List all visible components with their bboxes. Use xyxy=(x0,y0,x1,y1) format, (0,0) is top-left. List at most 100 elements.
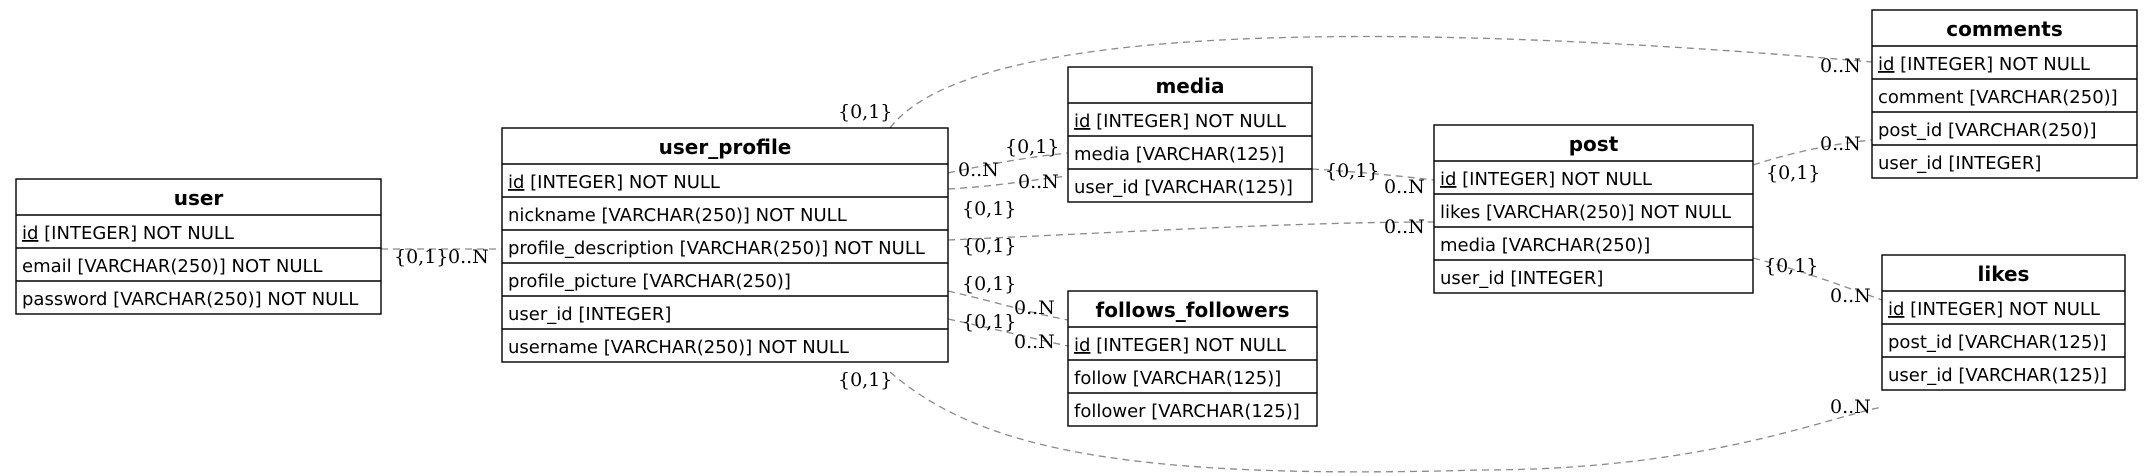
table-row: username [VARCHAR(250)] NOT NULL xyxy=(508,337,849,358)
table-row: post_id [VARCHAR(125)] xyxy=(1888,332,2106,353)
column-definition: follow [VARCHAR(125)] xyxy=(1074,368,1281,389)
column-definition: [INTEGER] NOT NULL xyxy=(38,223,234,244)
cardinality-label: {0,1} xyxy=(962,311,1016,333)
table-row: post_id [VARCHAR(250)] xyxy=(1878,120,2096,141)
primary-key: id xyxy=(1440,169,1456,190)
column-definition: post_id [VARCHAR(250)] xyxy=(1878,120,2096,141)
table-row: media [VARCHAR(125)] xyxy=(1074,144,1284,165)
column-definition: user_id [INTEGER] xyxy=(1878,153,2041,174)
column-definition: [INTEGER] NOT NULL xyxy=(1090,111,1286,132)
column-definition: likes [VARCHAR(250)] NOT NULL xyxy=(1440,202,1731,223)
table-box xyxy=(15,178,382,315)
relationship-edges xyxy=(381,35,1883,473)
table-row: profile_description [VARCHAR(250)] NOT N… xyxy=(508,238,925,259)
cardinality-label: 0..N xyxy=(1014,331,1055,353)
cardinality-label: {0,1} xyxy=(838,101,892,123)
table-row: user_id [INTEGER] xyxy=(1878,153,2041,174)
table-post: post id [INTEGER] NOT NULL likes [VARCHAR(… xyxy=(1433,124,1754,294)
table-row: media [VARCHAR(250)] xyxy=(1440,235,1650,256)
column-definition: media [VARCHAR(250)] xyxy=(1440,235,1650,256)
column-definition: comment [VARCHAR(250)] xyxy=(1878,87,2118,108)
table-row: follower [VARCHAR(125)] xyxy=(1074,401,1300,422)
relationship-edge-1 xyxy=(889,35,1873,129)
column-definition: user_id [INTEGER] xyxy=(508,304,671,325)
cardinality-label: 0..N xyxy=(1820,55,1861,77)
table-row: profile_picture [VARCHAR(250)] xyxy=(508,271,791,292)
cardinality-label: {0,1} xyxy=(962,198,1016,220)
primary-key: id xyxy=(1074,111,1090,132)
table-title: post xyxy=(1569,132,1619,156)
relationship-edge-8 xyxy=(1311,168,1435,181)
column-definition: [INTEGER] NOT NULL xyxy=(1894,54,2090,75)
cardinality-label: 0..N xyxy=(958,159,999,181)
table-likes: likes id [INTEGER] NOT NULL post_id [VARCH… xyxy=(1881,254,2126,391)
column-definition: user_id [VARCHAR(125)] xyxy=(1888,365,2107,386)
table-box xyxy=(1433,124,1754,294)
column-definition: post_id [VARCHAR(125)] xyxy=(1888,332,2106,353)
table-box xyxy=(1871,9,2138,179)
table-row: id [INTEGER] NOT NULL xyxy=(1888,299,2100,320)
table-row: password [VARCHAR(250)] NOT NULL xyxy=(22,289,358,310)
cardinality-label: 0..N xyxy=(1820,133,1861,155)
cardinality-label: {0,1} xyxy=(962,273,1016,295)
table-row: id [INTEGER] NOT NULL xyxy=(1440,169,1652,190)
cardinality-label: 0..N xyxy=(1384,176,1425,198)
table-user: user id [INTEGER] NOT NULL email [VARCHAR(… xyxy=(15,178,382,315)
table-box xyxy=(1067,290,1318,427)
primary-key: id xyxy=(22,223,38,244)
table-title: comments xyxy=(1946,17,2063,41)
table-row: follow [VARCHAR(125)] xyxy=(1074,368,1281,389)
cardinality-label: 0..N xyxy=(1830,396,1871,418)
table-box xyxy=(501,127,949,363)
table-row: likes [VARCHAR(250)] NOT NULL xyxy=(1440,202,1731,223)
relationship-edge-6 xyxy=(947,318,1069,347)
table-row: user_id [VARCHAR(125)] xyxy=(1074,177,1293,198)
cardinality-label: {0,1} xyxy=(1325,160,1379,182)
column-definition: email [VARCHAR(250)] NOT NULL xyxy=(22,256,323,277)
table-row: id [INTEGER] NOT NULL xyxy=(508,172,720,193)
relationship-edge-7 xyxy=(889,371,1883,473)
column-definition: [INTEGER] NOT NULL xyxy=(1090,335,1286,356)
table-row: id [INTEGER] NOT NULL xyxy=(1878,54,2090,75)
column-definition: profile_picture [VARCHAR(250)] xyxy=(508,271,791,292)
table-row: id [INTEGER] NOT NULL xyxy=(22,223,234,244)
relationship-edge-3 xyxy=(947,175,1069,190)
table-comments: comments id [INTEGER] NOT NULL comment [VA… xyxy=(1871,9,2138,179)
column-definition: [INTEGER] NOT NULL xyxy=(1456,169,1652,190)
table-row: id [INTEGER] NOT NULL xyxy=(1074,335,1286,356)
cardinality-label: {0,1} xyxy=(1764,255,1818,277)
primary-key: id xyxy=(508,172,524,193)
cardinality-label: {0,1} xyxy=(962,235,1016,257)
column-definition: nickname [VARCHAR(250)] NOT NULL xyxy=(508,205,847,226)
cardinality-label: {0,1} xyxy=(1005,136,1059,158)
cardinality-label: 0..N xyxy=(1384,216,1425,238)
table-row: user_id [INTEGER] xyxy=(508,304,671,325)
column-definition: media [VARCHAR(125)] xyxy=(1074,144,1284,165)
column-definition: follower [VARCHAR(125)] xyxy=(1074,401,1300,422)
column-definition: username [VARCHAR(250)] NOT NULL xyxy=(508,337,849,358)
relationship-edge-4 xyxy=(947,221,1435,241)
relationship-edge-9 xyxy=(1752,139,1873,166)
cardinality-label: {0,1} xyxy=(838,369,892,391)
table-box xyxy=(1067,66,1313,203)
table-row: comment [VARCHAR(250)] xyxy=(1878,87,2118,108)
cardinality-label: {0,1} xyxy=(394,246,448,268)
column-definition: [INTEGER] NOT NULL xyxy=(524,172,720,193)
table-title: follows_followers xyxy=(1096,298,1290,322)
column-definition: [INTEGER] NOT NULL xyxy=(1904,299,2100,320)
cardinality-label: 0..N xyxy=(1018,171,1059,193)
table-row: nickname [VARCHAR(250)] NOT NULL xyxy=(508,205,847,226)
column-definition: password [VARCHAR(250)] NOT NULL xyxy=(22,289,358,310)
cardinality-label: 0..N xyxy=(1830,285,1871,307)
table-media: media id [INTEGER] NOT NULL media [VARCHAR… xyxy=(1067,66,1313,203)
table-row: user_id [INTEGER] xyxy=(1440,268,1603,289)
primary-key: id xyxy=(1878,54,1894,75)
cardinality-label: 0..N xyxy=(1014,297,1055,319)
relationship-edge-10 xyxy=(1752,257,1883,301)
table-title: media xyxy=(1155,74,1224,98)
table-title: user xyxy=(174,186,224,210)
table-title: likes xyxy=(1978,262,2030,286)
